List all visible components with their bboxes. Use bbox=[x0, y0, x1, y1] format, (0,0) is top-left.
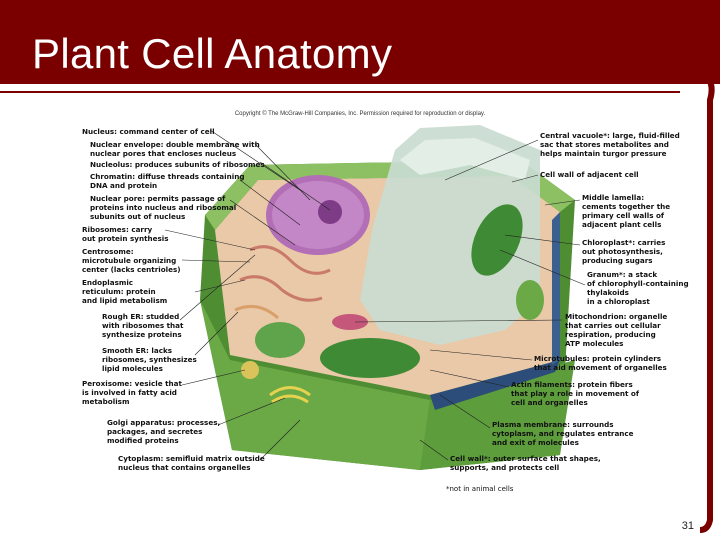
chloroplast-front-shape bbox=[320, 338, 420, 378]
label-chromatin: Chromatin: diffuse threads containing DN… bbox=[90, 172, 245, 190]
label-middle-lamella: Middle lamella: cements together the pri… bbox=[582, 193, 671, 229]
label-rough-er: Rough ER: studded with ribosomes that sy… bbox=[102, 312, 184, 339]
label-nucleus: Nucleus: command center of cell bbox=[82, 127, 215, 136]
label-cytoplasm: Cytoplasm: semifluid matrix outside nucl… bbox=[118, 454, 265, 472]
label-nuclear-pore: Nuclear pore: permits passage of protein… bbox=[90, 194, 237, 221]
cell-wall-rim bbox=[205, 160, 575, 230]
copyright-notice: Copyright © The McGraw-Hill Companies, I… bbox=[234, 111, 486, 117]
label-endoplasmic-reticulum: Endoplasmic reticulum: protein and lipid… bbox=[82, 278, 168, 305]
rough-er-shape bbox=[249, 245, 331, 275]
page-number: 31 bbox=[681, 520, 694, 532]
golgi-shape bbox=[269, 386, 311, 397]
label-microtubules: Microtubules: protein cylinders that aid… bbox=[534, 354, 667, 372]
slide-title: Plant Cell Anatomy bbox=[32, 30, 393, 77]
label-cell-wall: Cell wall*: outer surface that shapes, s… bbox=[450, 454, 601, 472]
label-granum: Granum*: a stack of chlorophyll-containi… bbox=[587, 270, 689, 306]
label-plasma-membrane: Plasma membrane: surrounds cytoplasm, an… bbox=[492, 420, 634, 447]
leader-lines bbox=[164, 129, 586, 461]
plasma-membrane-edge bbox=[430, 360, 560, 410]
label-golgi-apparatus: Golgi apparatus: processes, packages, an… bbox=[107, 418, 221, 445]
label-ribosomes: Ribosomes: carry out protein synthesis bbox=[82, 225, 169, 243]
label-chloroplast: Chloroplast*: carries out photosynthesis… bbox=[582, 238, 666, 265]
label-nucleolus: Nucleolus: produces subunits of ribosome… bbox=[90, 160, 265, 169]
nucleolus-shape bbox=[318, 200, 342, 224]
footnote: *not in animal cells bbox=[446, 485, 514, 493]
label-centrosome: Centrosome: microtubule organizing cente… bbox=[82, 247, 181, 274]
label-actin-filaments: Actin filaments: protein fibers that pla… bbox=[511, 380, 639, 407]
chloroplast-shape bbox=[471, 204, 523, 276]
smooth-er-shape bbox=[234, 304, 280, 320]
cell-wall-side bbox=[420, 360, 575, 470]
central-vacuole-shape bbox=[360, 125, 540, 345]
peroxisome-shape bbox=[241, 361, 259, 379]
label-nuclear-envelope: Nuclear envelope: double membrane with n… bbox=[90, 140, 260, 158]
label-mitochondrion: Mitochondrion: organelle that carries ou… bbox=[565, 312, 668, 348]
label-smooth-er: Smooth ER: lacks ribosomes, synthesizes … bbox=[102, 346, 197, 373]
cell-wall-front bbox=[200, 300, 430, 470]
label-cell-wall-adjacent: Cell wall of adjacent cell bbox=[540, 170, 639, 179]
label-peroxisome: Peroxisome: vesicle that is involved in … bbox=[82, 379, 182, 406]
mitochondrion-shape bbox=[332, 314, 368, 330]
label-central-vacuole: Central vacuole*: large, fluid-filled sa… bbox=[540, 131, 680, 158]
